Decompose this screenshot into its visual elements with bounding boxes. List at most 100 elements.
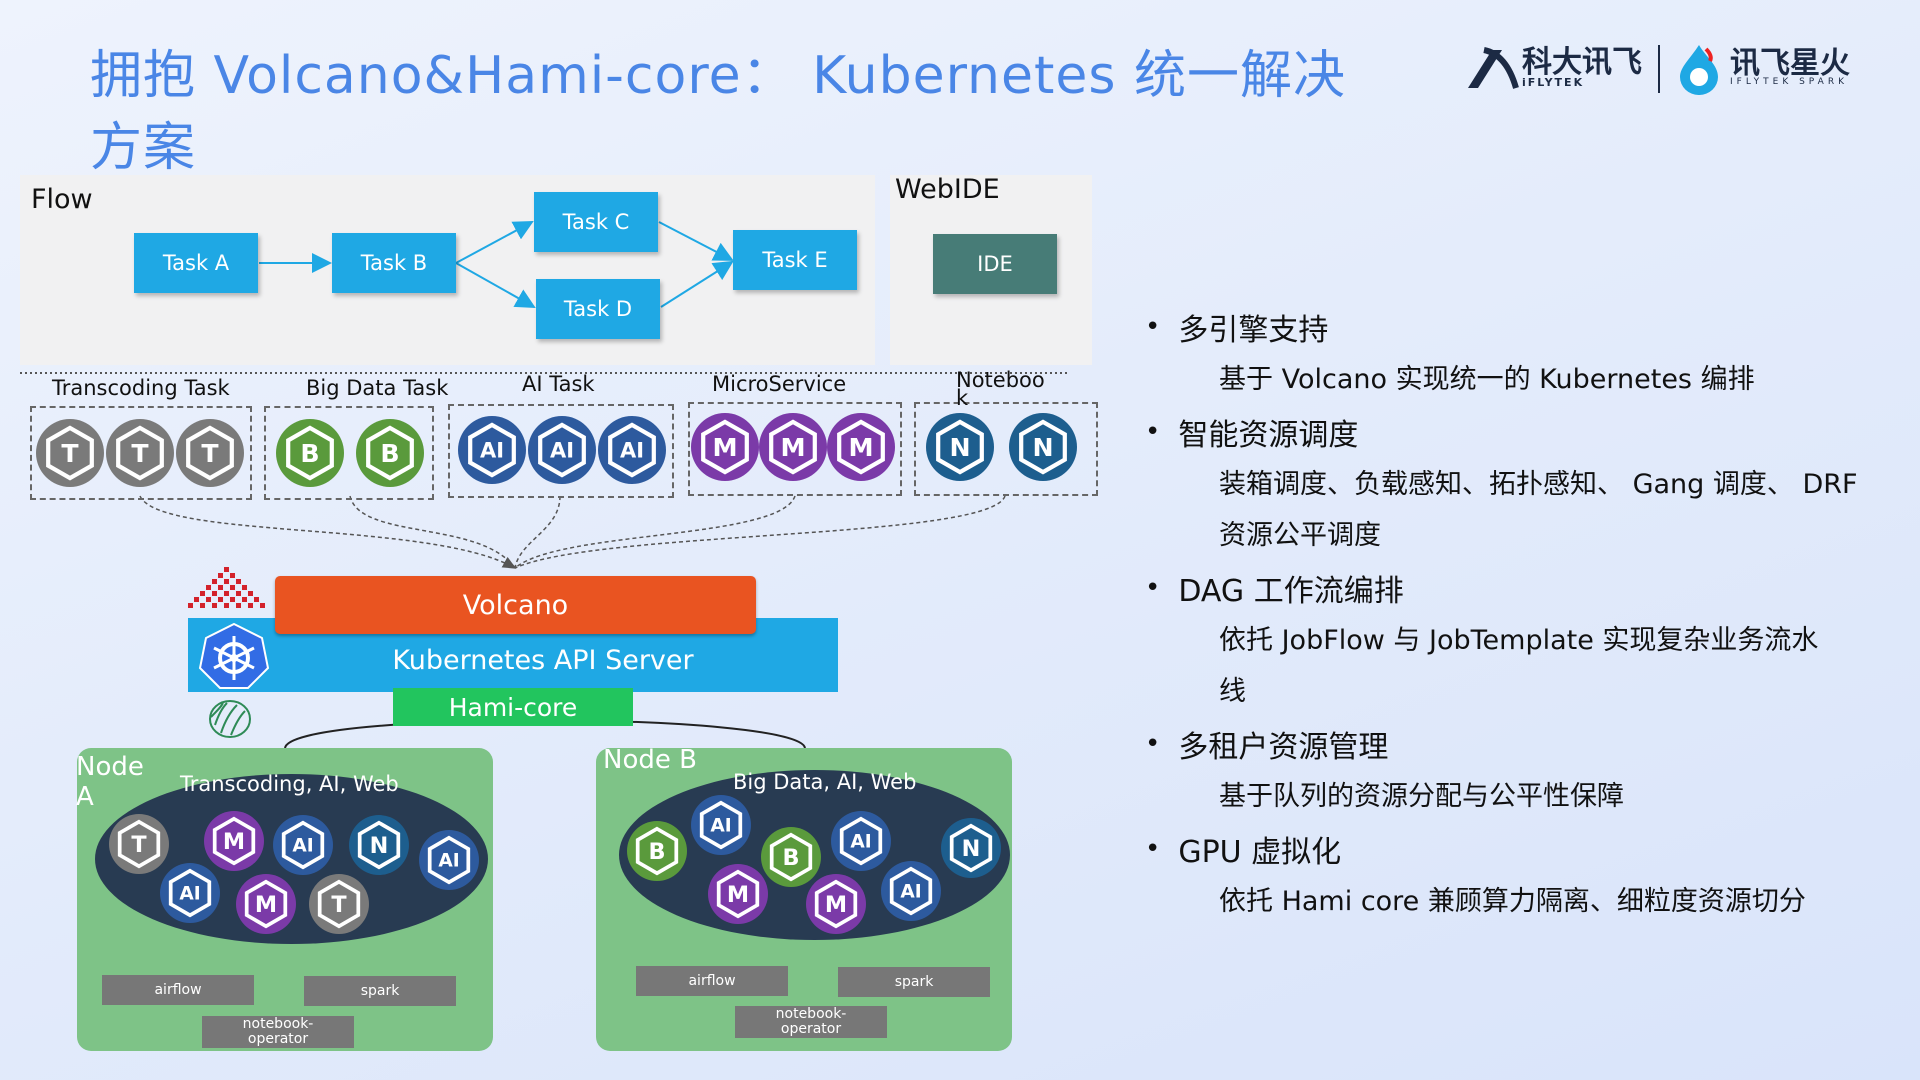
feature-line-4-0: 依托 Hami core 兼顾算力隔离、细粒度资源切分 <box>1219 886 1806 917</box>
svg-text:N: N <box>949 433 970 462</box>
ide-button[interactable]: IDE <box>933 234 1057 294</box>
category-t-icon: T <box>175 418 245 492</box>
task-b-button[interactable]: Task B <box>332 233 456 293</box>
node-a-pod-ai-icon: AI <box>159 862 221 928</box>
svg-text:B: B <box>782 845 799 871</box>
svg-text:T: T <box>201 439 219 468</box>
svg-text:AI: AI <box>438 851 459 872</box>
task-c-button[interactable]: Task C <box>534 192 658 252</box>
svg-text:M: M <box>848 433 873 462</box>
volcano-logo-icon <box>188 567 265 608</box>
feature-line-2-0: 依托 JobFlow 与 JobTemplate 实现复杂业务流水 <box>1219 625 1819 656</box>
node-b-label: Node B <box>603 745 697 775</box>
brand-logos: 科大讯飞 iFLYTEK 讯飞星火 IFLYTEK SPARK <box>1462 38 1872 100</box>
node-a-pod-t-icon: T <box>308 873 370 939</box>
bullet-icon: • <box>1145 417 1161 447</box>
node-a-airflow: airflow <box>102 975 254 1005</box>
category-label-3: MicroService <box>712 372 847 396</box>
node-a-pod-m-icon: M <box>235 873 297 939</box>
webide-label: WebIDE <box>895 174 1000 205</box>
node-a-pod-m-icon: M <box>203 810 265 876</box>
feature-item-4: •GPU 虚拟化 依托 Hami core 兼顾算力隔离、细粒度资源切分 <box>1145 822 1905 927</box>
svg-text:T: T <box>131 832 147 858</box>
svg-text:AI: AI <box>710 816 731 837</box>
node-b-notebook-operator: notebook- operator <box>735 1006 887 1038</box>
feature-list: • 多引擎支持 基于 Volcano 实现统一的 Kubernetes 编排 • 智… <box>1145 300 1905 927</box>
page-title: 拥抱 Volcano&Hami-core： Kubernetes 统一解决方案 <box>90 46 1346 178</box>
task-d-button[interactable]: Task D <box>536 279 660 339</box>
category-ai-icon: AI <box>527 415 597 489</box>
task-a-button[interactable]: Task A <box>134 233 258 293</box>
category-group-3 <box>688 402 902 496</box>
category-b-icon: B <box>355 418 425 492</box>
category-t-icon: T <box>35 418 105 492</box>
feature-line-2-1: 线 <box>1219 676 1246 707</box>
iflytek-logo-icon <box>1468 47 1519 89</box>
feature-line-3-0: 基于队列的资源分配与公平性保障 <box>1219 781 1624 812</box>
category-t-icon: T <box>105 418 175 492</box>
svg-text:M: M <box>255 892 277 918</box>
node-a-label: Node A <box>76 752 144 812</box>
bullet-icon: • <box>1145 729 1161 759</box>
svg-text:T: T <box>131 439 149 468</box>
feature-item-2: • DAG 工作流编排 依托 JobFlow 与 JobTemplate 实现复杂… <box>1145 561 1905 717</box>
brand2-sub: IFLYTEK SPARK <box>1730 77 1848 87</box>
svg-text:AI: AI <box>850 832 871 853</box>
category-b-icon: B <box>275 418 345 492</box>
logo-separator <box>1658 45 1660 93</box>
node-b-pod-b-icon: B <box>760 826 822 892</box>
bullet-icon: • <box>1145 312 1161 342</box>
node-b-workloads: Big Data, AI, Web <box>733 770 917 794</box>
node-a-pod-ai-icon: AI <box>272 814 334 880</box>
svg-text:N: N <box>370 833 389 859</box>
node-b-spark: spark <box>838 967 990 997</box>
svg-text:M: M <box>727 882 749 908</box>
feature-item-3: • 多租户资源管理 基于队列的资源分配与公平性保障 <box>1145 717 1905 822</box>
svg-text:AI: AI <box>550 439 574 463</box>
node-a-pod-ai-icon: AI <box>418 829 480 895</box>
feature-line-1-0: 装箱调度、负载感知、拓扑感知、 Gang 调度、 DRF <box>1219 469 1858 500</box>
brand2-name: 讯飞星火 <box>1730 46 1850 81</box>
svg-text:AI: AI <box>900 882 921 903</box>
category-ai-icon: AI <box>597 415 667 489</box>
hami-logo-icon <box>209 700 251 738</box>
node-b-pod-ai-icon: AI <box>830 810 892 876</box>
category-label-4: Noteboo k <box>956 368 1045 410</box>
category-m-icon: M <box>826 412 896 486</box>
node-b-pod-m-icon: M <box>707 863 769 929</box>
svg-text:N: N <box>962 836 981 862</box>
feature-head-4: GPU 虚拟化 <box>1178 835 1342 870</box>
node-b-pod-b-icon: B <box>626 820 688 886</box>
svg-text:B: B <box>648 839 665 865</box>
svg-text:B: B <box>380 439 399 468</box>
node-b-pod-ai-icon: AI <box>690 794 752 860</box>
feature-line-1-1: 资源公平调度 <box>1219 520 1381 551</box>
svg-text:M: M <box>825 892 847 918</box>
svg-text:M: M <box>780 433 805 462</box>
svg-text:B: B <box>300 439 319 468</box>
feature-item-0: • 多引擎支持 基于 Volcano 实现统一的 Kubernetes 编排 <box>1145 300 1905 405</box>
category-ai-icon: AI <box>457 415 527 489</box>
category-n-icon: N <box>925 412 995 486</box>
category-group-1 <box>264 406 434 500</box>
feature-head-1: 智能资源调度 <box>1178 418 1359 453</box>
kubernetes-logo-icon <box>198 622 270 689</box>
feature-line-0-0: 基于 Volcano 实现统一的 Kubernetes 编排 <box>1219 364 1755 395</box>
spark-logo-icon <box>1680 45 1718 95</box>
node-b-pod-n-icon: N <box>940 817 1002 883</box>
category-group-0 <box>30 406 252 500</box>
category-group-4 <box>914 402 1098 496</box>
svg-text:AI: AI <box>179 884 200 905</box>
feature-head-2: DAG 工作流编排 <box>1178 574 1404 609</box>
feature-head-0: 多引擎支持 <box>1178 313 1329 348</box>
task-e-button[interactable]: Task E <box>733 230 857 290</box>
node-b-pod-m-icon: M <box>805 873 867 939</box>
svg-text:M: M <box>712 433 737 462</box>
node-a-workloads: Transcoding, AI, Web <box>180 772 399 796</box>
flow-label: Flow <box>31 184 93 215</box>
feature-head-3: 多租户资源管理 <box>1178 730 1389 765</box>
bullet-icon: • <box>1145 573 1161 603</box>
category-label-2: AI Task <box>522 372 595 396</box>
node-b-pod-ai-icon: AI <box>880 860 942 926</box>
